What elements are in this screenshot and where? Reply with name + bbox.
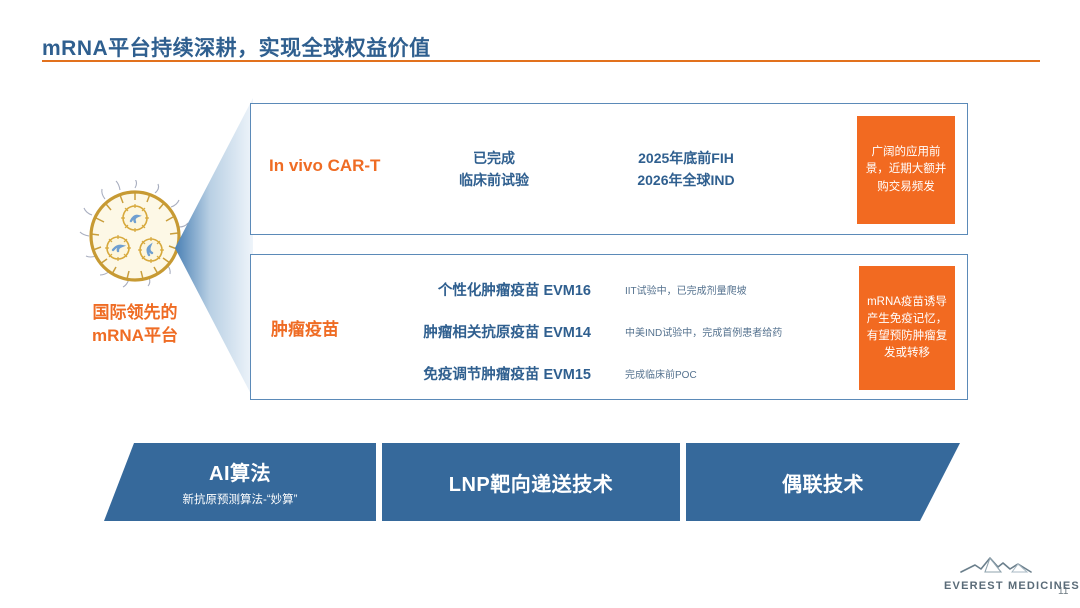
car-t-milestone-line2: 2026年全球IND — [637, 171, 735, 188]
car-t-milestone-line1: 2025年底前FIH — [638, 150, 734, 166]
card-tumor-vaccine: 肿瘤疫苗 个性化肿瘤疫苗 EVM16 IIT试验中，已完成剂量爬坡 肿瘤相关抗原… — [250, 254, 968, 400]
tech-segment-title: AI算法 — [209, 463, 271, 485]
vaccine-name: 个性化肿瘤疫苗 EVM16 — [437, 282, 591, 299]
car-t-stage-column: 已完成 临床前试验 — [419, 148, 569, 191]
vaccine-status: 完成临床前POC — [625, 369, 697, 381]
callout-tumor-vaccine: mRNA疫苗诱导产生免疫记忆，有望预防肿瘤复发或转移 — [859, 266, 955, 390]
platform-label: 国际领先的 mRNA平台 — [60, 302, 210, 348]
tech-segment-ai: AI算法 新抗原预测算法-“妙算” — [104, 443, 376, 521]
tech-segment-title: LNP靶向递送技术 — [448, 473, 614, 496]
platform-label-line1: 国际领先的 — [92, 303, 178, 322]
car-t-stage-line2: 临床前试验 — [459, 171, 529, 188]
callout-car-t: 广阔的应用前景，近期大额并购交易频发 — [857, 116, 955, 224]
vaccine-row: 免疫调节肿瘤疫苗 EVM15 完成临床前POC — [391, 355, 951, 391]
vaccine-status: IIT试验中，已完成剂量爬坡 — [625, 285, 747, 297]
title-divider — [42, 60, 1040, 62]
card-category-label: In vivo CAR-T — [269, 156, 381, 175]
page-number: 11 — [1058, 586, 1069, 597]
vaccine-name: 免疫调节肿瘤疫苗 EVM15 — [423, 366, 591, 383]
company-name: EVEREST MEDICINES — [944, 580, 1080, 592]
tech-segment-subtitle: 新抗原预测算法-“妙算” — [182, 494, 298, 506]
platform-label-line2: mRNA平台 — [92, 325, 178, 345]
vaccine-name: 肿瘤相关抗原疫苗 EVM14 — [423, 324, 591, 341]
car-t-milestone-column: 2025年底前FIH 2026年全球IND — [596, 148, 776, 191]
company-logo: EVEREST MEDICINES — [944, 552, 1080, 592]
page-title: mRNA平台持续深耕，实现全球权益价值 — [42, 37, 431, 60]
vaccine-row: 肿瘤相关抗原疫苗 EVM14 中美IND试验中，完成首例患者给药 — [391, 313, 951, 349]
tech-segment-title: 偶联技术 — [782, 473, 864, 496]
card-category-label: 肿瘤疫苗 — [271, 320, 339, 339]
lipid-nanoparticle-icon — [79, 180, 189, 288]
vaccine-row: 个性化肿瘤疫苗 EVM16 IIT试验中，已完成剂量爬坡 — [391, 271, 951, 307]
technology-banner: AI算法 新抗原预测算法-“妙算” LNP靶向递送技术 偶联技术 — [104, 443, 960, 521]
vaccine-status: 中美IND试验中，完成首例患者给药 — [625, 327, 783, 339]
tech-segment-conjugation: 偶联技术 — [686, 443, 960, 521]
tech-segment-lnp: LNP靶向递送技术 — [382, 443, 680, 521]
card-car-t: In vivo CAR-T 已完成 临床前试验 2025年底前FIH 2026年… — [250, 103, 968, 235]
platform-block: 国际领先的 mRNA平台 — [60, 180, 210, 348]
car-t-stage-line1: 已完成 — [473, 150, 515, 166]
mountain-logo-icon — [960, 556, 1032, 573]
left-chevron-arrow — [175, 98, 253, 398]
